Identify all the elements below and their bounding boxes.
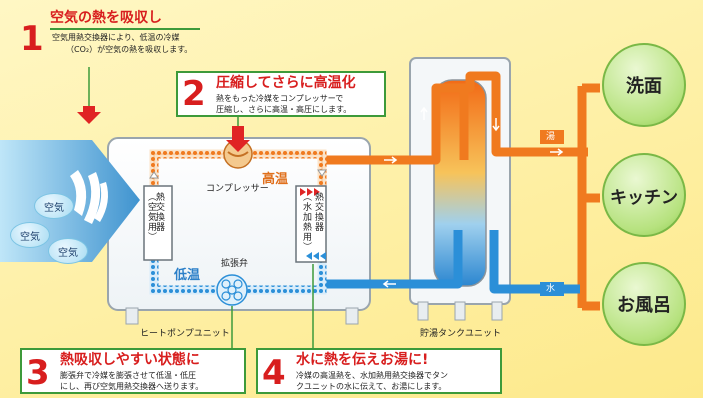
water-exchanger-label: 熱交換器 [313,192,323,232]
step-2: 2 圧縮してさらに高温化 熱をもった冷媒をコンプレッサーで 圧縮し、さらに高温・… [176,71,386,117]
low-temp-label: 低温 [174,268,201,283]
flow-arrow-icons [149,169,327,179]
callout-lines [88,67,314,348]
compressor-label: コンプレッサー [206,184,269,194]
pipe-arrow-icons [382,106,564,288]
air-label: 空気 [58,247,78,259]
heat-pump-unit-label: ヒートポンプユニット [140,329,230,339]
step-text-line: 圧縮し、さらに高温・高圧にします。 [216,105,352,114]
air-bubble: 空気 [48,238,88,264]
title-underline [50,28,200,30]
step-4: 4 水に熱を伝えお湯に! 冷媒の高温熱を、水加熱用熱交換器でタン クユニットの水… [256,348,502,394]
step-title: 圧縮してさらに高温化 [216,75,356,91]
hot-water-tag: 湯 [540,130,564,144]
expansion-valve-icon [216,274,248,306]
high-temp-label: 高温 [262,172,289,187]
expansion-valve-label: 拡張弁 [221,259,249,269]
hot-water-pipes [326,71,600,311]
air-bubble: 空気 [34,193,74,219]
step-number: 1 [20,19,44,59]
step-text-line: 膨張弁で冷媒を膨張させて低温・低圧 [60,371,196,380]
compressor-arrow-icon [226,126,250,152]
step-number: 4 [262,353,286,393]
step-text-line: 熱をもった冷媒をコンプレッサーで [216,94,344,103]
tank-unit-label: 貯湯タンクユニット [420,329,502,339]
water-tag: 水 [540,282,564,296]
step-title: 空気の熱を吸収し [50,10,162,26]
step-text-line: にし、再び空気用熱交換器へ送ります。 [60,382,204,391]
step-text-line: クユニットの水に伝えて、お湯にします。 [296,382,447,391]
water-heat-exchanger [295,185,327,263]
air-exchanger-sublabel: （空気用） [146,192,156,242]
step-text-line: 冷媒の高温熱を、水加熱用熱交換器でタン [296,371,448,380]
step-title: 熱吸収しやすい状態に [60,352,200,368]
air-bubble: 空気 [10,222,50,248]
step-1: 1 空気の熱を吸収し 空気用熱交換器により、低温の冷媒 （CO₂）が空気の熱を吸… [20,8,230,68]
air-label: 空気 [44,202,64,214]
flow-triangles-hot-icon [300,188,320,196]
destination-washroom: 洗面 [602,43,686,127]
step-3: 3 熱吸収しやすい状態に 膨張弁で冷媒を膨張させて低温・低圧 にし、再び空気用熱… [20,348,246,394]
destination-bath: お風呂 [602,262,686,346]
air-heat-exchanger [143,185,173,261]
step-text-line: （CO₂）が空気の熱を吸収します。 [66,45,193,54]
step-title: 水に熱を伝えお湯に! [296,352,429,368]
step-text-line: 空気用熱交換器により、低温の冷媒 [52,33,180,42]
water-exchanger-sublabel: （水加熱用） [301,192,311,252]
air-flow-arrow-icon [70,170,108,224]
step-number: 2 [182,74,206,114]
heat-pump-unit-feet [125,307,139,325]
air-exchanger-label: 熱交換器 [154,192,164,232]
destination-kitchen: キッチン [602,153,686,237]
step-number: 3 [26,353,50,393]
step1-arrow-icon [77,106,101,124]
flow-triangles-cold-icon [306,252,326,260]
air-label: 空気 [20,231,40,243]
